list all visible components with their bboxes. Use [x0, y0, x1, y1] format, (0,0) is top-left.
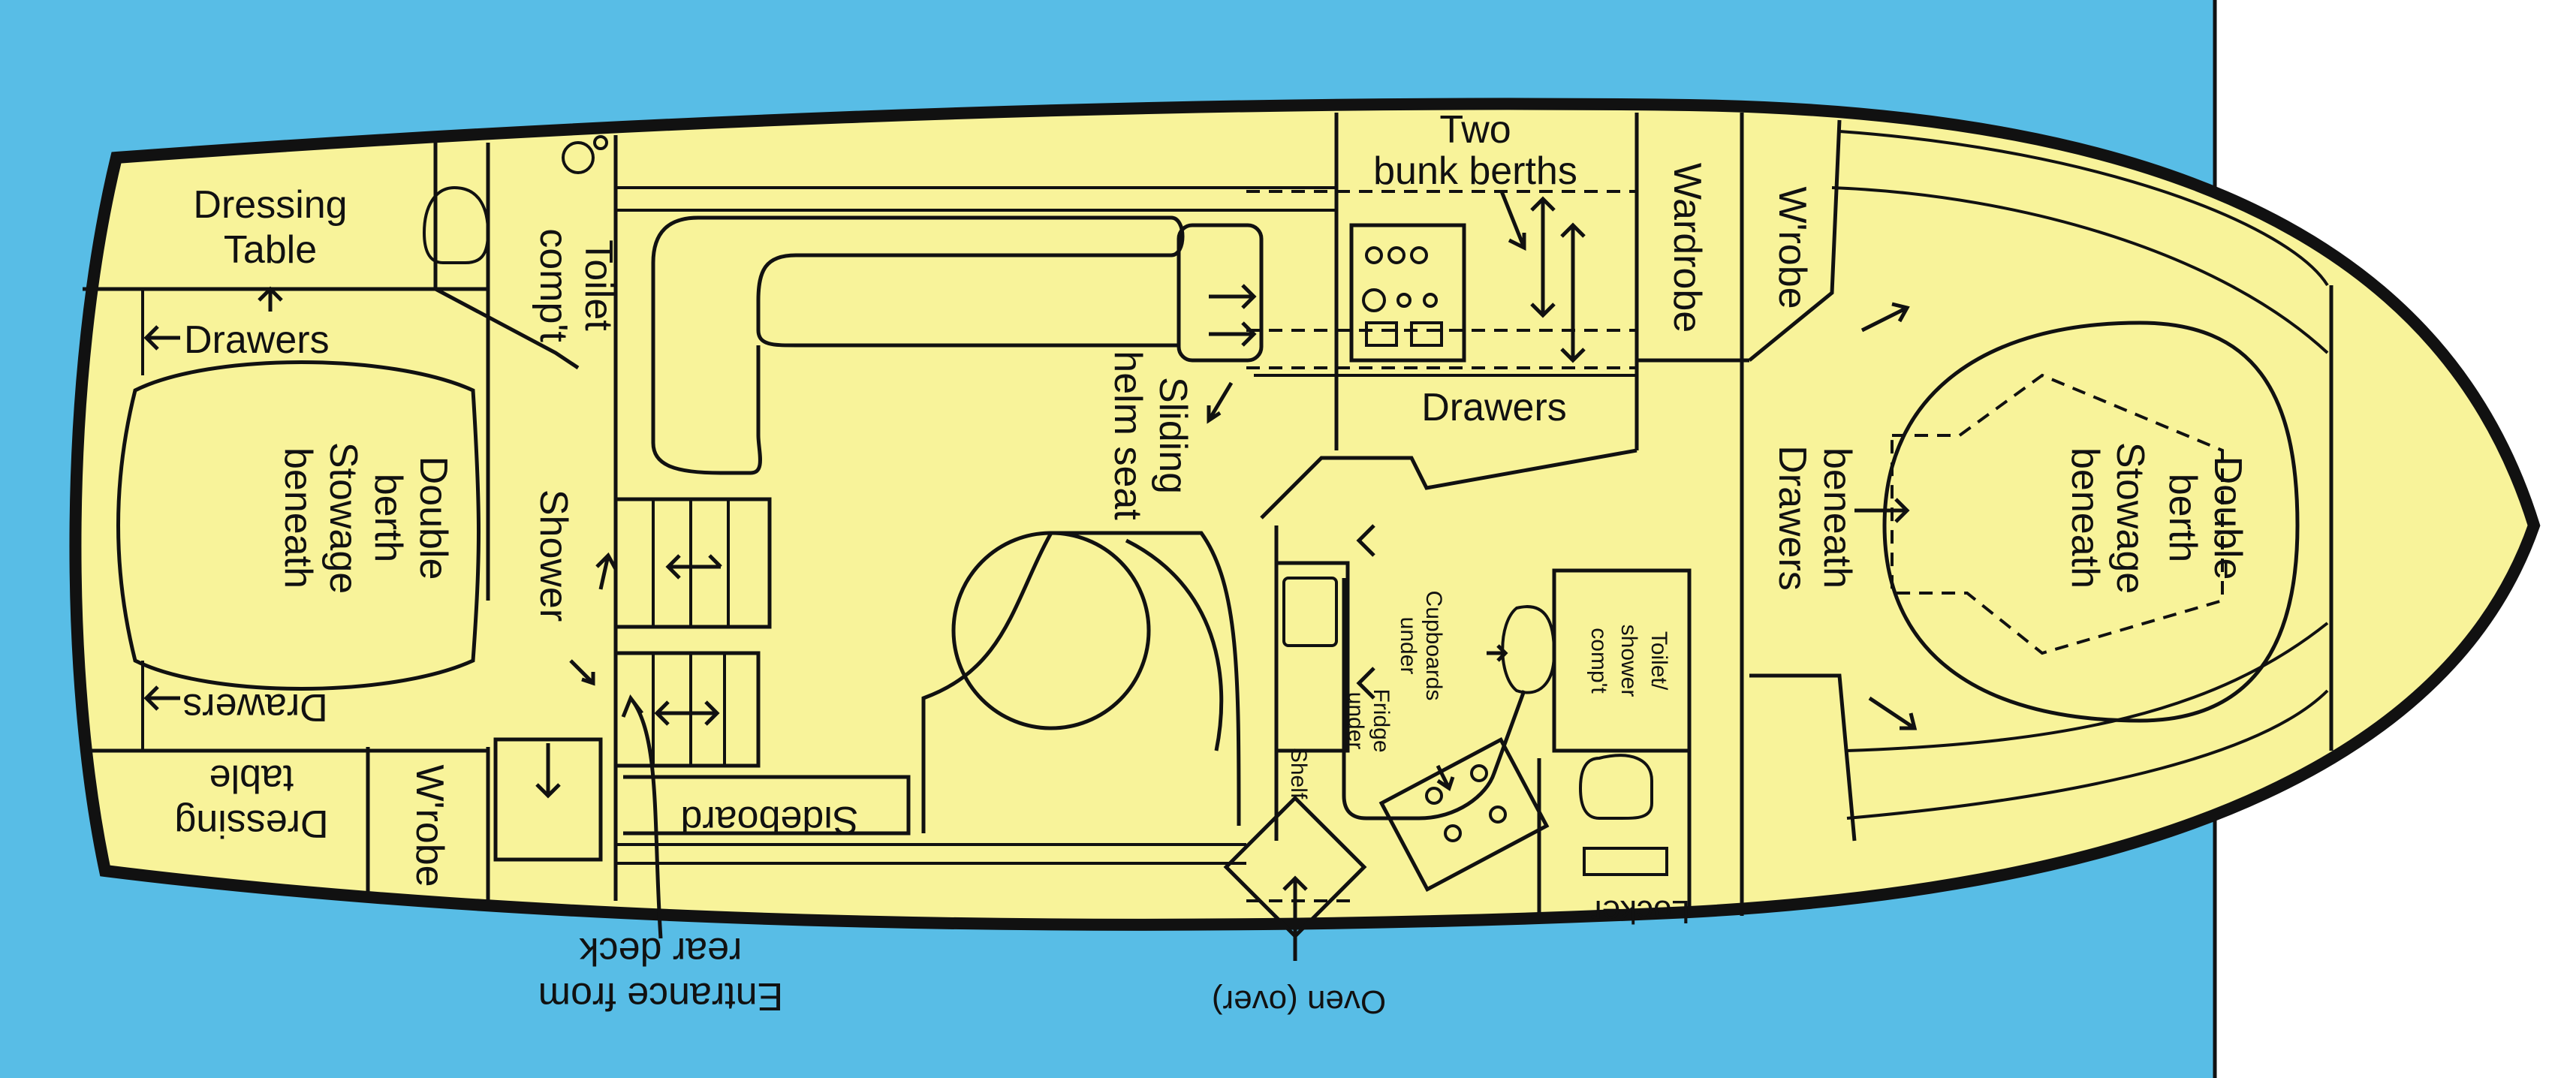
svg-text:Toilet/: Toilet/: [1647, 631, 1671, 691]
label-cupboards-under: Cupboards under: [1396, 591, 1446, 701]
svg-text:table: table: [209, 757, 294, 800]
label-shower: Shower: [532, 489, 575, 622]
svg-text:Dressing: Dressing: [174, 802, 328, 845]
svg-text:Drawers: Drawers: [1770, 445, 1814, 591]
label-two-bunk-berths-2: bunk berths: [1373, 149, 1577, 193]
label-drawers-mid: Drawers: [1421, 386, 1567, 429]
svg-text:rear deck: rear deck: [579, 929, 743, 973]
label-locker: Locker: [1591, 893, 1690, 930]
svg-text:under: under: [1343, 692, 1368, 750]
svg-text:beneath: beneath: [2063, 447, 2107, 589]
fwd-toilet: [1501, 568, 1692, 916]
label-sideboard: Sideboard: [680, 798, 858, 842]
svg-text:Shelf: Shelf: [1286, 748, 1311, 799]
svg-text:Stowage: Stowage: [2108, 442, 2152, 594]
svg-text:W'robe: W'robe: [1770, 186, 1814, 309]
label-drawers-bottom-left: Drawers: [182, 685, 328, 729]
svg-text:shower: shower: [1616, 625, 1641, 697]
label-fridge-under: Fridge under: [1343, 688, 1393, 752]
svg-text:Wardrobe: Wardrobe: [1665, 163, 1709, 333]
label-toilet-shower-compt: Toilet/ shower comp't: [1586, 625, 1671, 697]
helm-galley: [1177, 113, 1639, 939]
svg-text:Shower: Shower: [532, 489, 575, 622]
svg-text:Fridge: Fridge: [1369, 688, 1393, 752]
label-two-bunk-berths-1: Two: [1439, 108, 1511, 152]
label-double-berth-aft: Double berth Stowage beneath: [276, 442, 455, 594]
svg-text:under: under: [1396, 617, 1421, 675]
arrows: [143, 191, 1918, 961]
svg-text:Sideboard: Sideboard: [680, 798, 858, 842]
label-double-berth-fwd: Double berth Stowage beneath: [2063, 442, 2249, 594]
svg-text:berth: berth: [2161, 474, 2204, 563]
svg-text:W'robe: W'robe: [408, 764, 451, 887]
label-sliding-helm-seat: Sliding helm seat: [1106, 351, 1195, 520]
label-toilet-compt-aft: Toilet comp't: [532, 228, 620, 342]
svg-text:Locker: Locker: [1591, 893, 1690, 930]
saloon: [493, 135, 1336, 901]
label-wrobe-fwd: W'robe: [1770, 186, 1814, 309]
svg-text:Sliding: Sliding: [1151, 377, 1195, 494]
svg-text:Toilet: Toilet: [577, 239, 620, 331]
svg-text:comp't: comp't: [1586, 628, 1611, 694]
label-drawers-top-left: Drawers: [184, 318, 330, 362]
label-entrance: Entrance from rear deck: [538, 929, 784, 1018]
svg-text:berth: berth: [366, 474, 410, 563]
svg-text:Entrance from: Entrance from: [538, 974, 784, 1018]
aft-cabin: [83, 135, 608, 901]
svg-text:Oven (over): Oven (over): [1212, 983, 1386, 1020]
labels: Dressing Table Drawers Double berth Stow…: [174, 108, 2249, 1020]
svg-text:Double: Double: [411, 456, 455, 580]
label-drawers-beneath: Drawers beneath: [1770, 445, 1859, 591]
svg-text:beneath: beneath: [276, 447, 320, 589]
label-wardrobe: Wardrobe: [1665, 163, 1709, 333]
label-dressing-table-top-1: Dressing: [193, 183, 347, 227]
svg-text:Double: Double: [2206, 456, 2249, 580]
svg-text:beneath: beneath: [1815, 447, 1859, 589]
svg-text:Stowage: Stowage: [321, 442, 365, 594]
svg-text:Cupboards: Cupboards: [1421, 591, 1446, 701]
label-dressing-table-bottom: Dressing table: [174, 757, 328, 845]
fwd-cabin: [1637, 113, 2333, 916]
label-dressing-table-top-2: Table: [224, 228, 317, 272]
label-wrobe-aft: W'robe: [408, 764, 451, 887]
label-shelf: Shelf: [1286, 748, 1311, 799]
helm-console: [1349, 223, 1466, 363]
svg-text:comp't: comp't: [532, 228, 575, 342]
label-oven: Oven (over): [1212, 983, 1386, 1020]
svg-text:Drawers: Drawers: [182, 685, 328, 729]
svg-text:helm seat: helm seat: [1106, 351, 1149, 520]
